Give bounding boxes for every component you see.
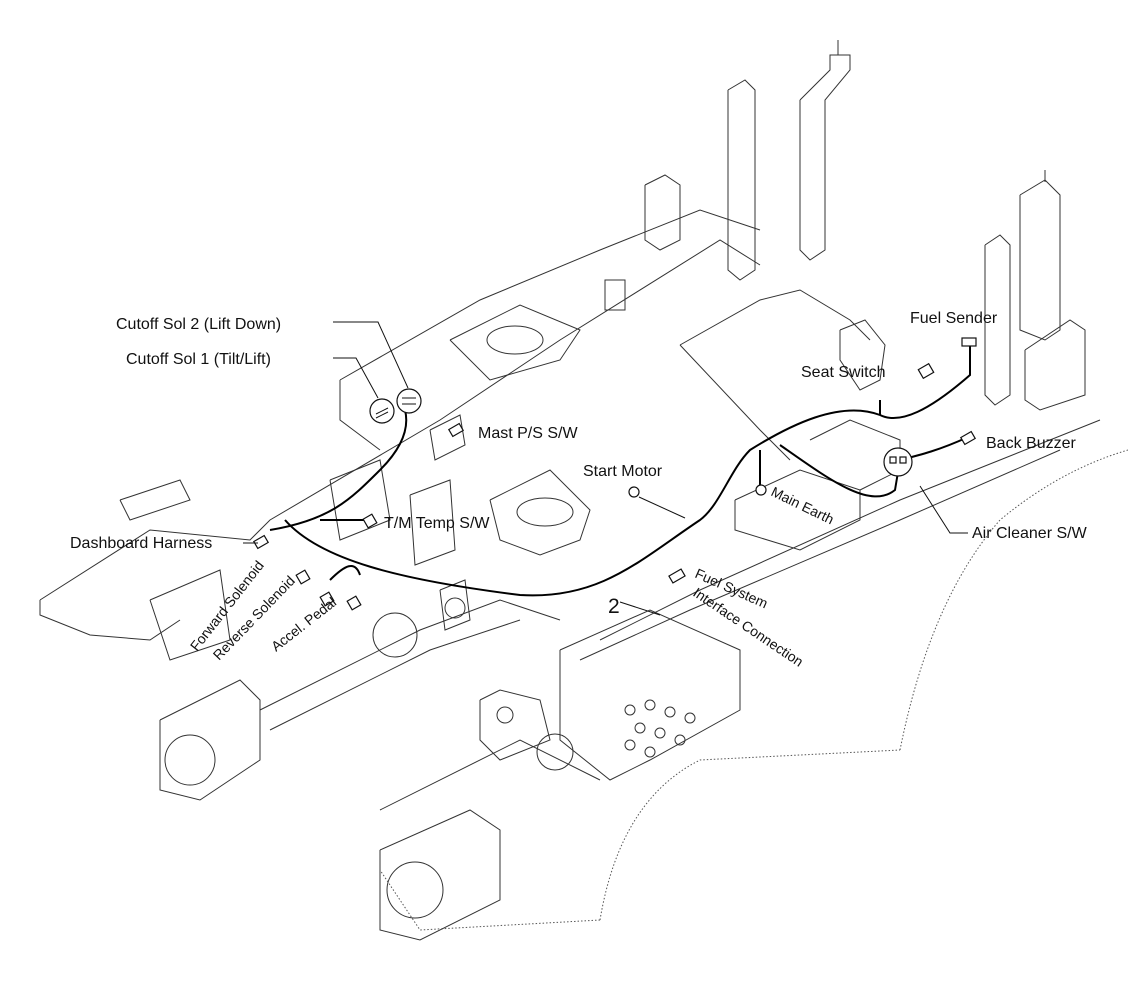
reverse-solenoid-connector-icon — [319, 591, 335, 607]
air-cleaner-sw-label: Air Cleaner S/W — [972, 525, 1088, 542]
main-earth-label: Main Earth — [769, 483, 837, 527]
mast-ps-sw-label: Mast P/S S/W — [478, 425, 578, 442]
dashboard-harness-connector-icon — [252, 534, 270, 550]
start-motor-label: Start Motor — [583, 463, 663, 480]
dashboard-harness-label: Dashboard Harness — [70, 535, 212, 552]
fuel-system-connector-icon — [668, 568, 686, 584]
step-holes — [624, 699, 696, 758]
chassis-frame — [39, 40, 1128, 941]
tm-temp-sw-label: T/M Temp S/W — [384, 515, 490, 532]
fuel-sender-connector-icon — [961, 337, 977, 347]
back-buzzer-connector-icon — [959, 430, 977, 446]
labels: Cutoff Sol 2 (Lift Down) Cutoff Sol 1 (T… — [70, 310, 1088, 670]
callout-number-2: 2 — [608, 595, 620, 618]
connectors — [252, 337, 977, 611]
fuel-sender-label: Fuel Sender — [910, 310, 998, 327]
leader-lines — [243, 321, 968, 616]
seat-switch-connector-icon — [917, 362, 935, 380]
branch-reverse — [329, 565, 361, 581]
forward-solenoid-connector-icon — [295, 569, 311, 585]
cutoff-sol-1-label: Cutoff Sol 1 (Tilt/Lift) — [126, 351, 271, 368]
branch-air-cleaner — [779, 444, 901, 498]
accel-pedal-connector-icon — [346, 595, 362, 611]
cutoff-sol-2-label: Cutoff Sol 2 (Lift Down) — [116, 316, 281, 333]
start-motor-terminal-icon — [628, 486, 640, 498]
wiring-harness — [269, 340, 971, 597]
seat-switch-label: Seat Switch — [801, 364, 885, 381]
cutoff-sol-2-connector-icon — [396, 388, 422, 414]
main-earth-terminal-icon — [755, 484, 767, 496]
air-cleaner-sw-connector-icon — [883, 447, 913, 477]
back-buzzer-label: Back Buzzer — [986, 435, 1076, 452]
main-harness-line — [269, 340, 971, 597]
tm-temp-sw-connector-icon — [362, 513, 378, 529]
mast-ps-sw-connector-icon — [447, 422, 465, 438]
